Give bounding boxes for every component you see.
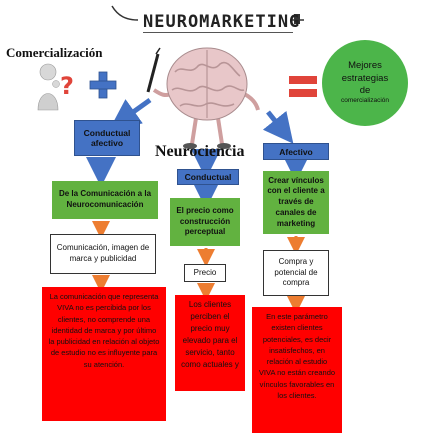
node-compra-potencial: Compra y potencial de compra: [263, 250, 329, 296]
red-vinculos-text: En este parámetro existen clientes poten…: [258, 312, 336, 400]
result-circle: Mejores estrategias de comercialización: [322, 40, 408, 126]
node-comunicacion-imagen: Comunicación, imagen de marca y publicid…: [50, 234, 156, 274]
node-precio-perceptual: El precio como construcción perceptual: [170, 198, 240, 246]
node-red-vinculos: En este parámetro existen clientes poten…: [252, 307, 342, 433]
node-conductual: Conductual: [177, 169, 239, 185]
logo-underline: [143, 32, 293, 33]
node-afectivo: Afectivo: [263, 143, 329, 160]
logo-wire: [111, 5, 304, 24]
red-comunicacion-text: La comunicación que representa VIVA no e…: [48, 292, 160, 369]
center-title: Neurociencia: [155, 143, 245, 160]
thinking-person-icon: [37, 63, 60, 111]
node-red-precio: Los clientes perciben el precio muy elev…: [175, 295, 245, 391]
result-circle-line2: estrategias: [341, 72, 389, 84]
node-red-comunicacion: La comunicación que representa VIVA no e…: [42, 287, 166, 421]
red-precio-text: Los clientes perciben el precio muy elev…: [181, 300, 239, 369]
node-conductual-afectivo: Conductual afectivo: [74, 120, 140, 156]
comercializacion-label: Comercialización: [6, 45, 103, 60]
result-circle-line1: Mejores: [348, 60, 382, 72]
node-precio: Precio: [184, 264, 226, 282]
equals-sign-icon: [289, 76, 317, 97]
node-neurocomunicacion: De la Comunicación a la Neurocomunicació…: [52, 181, 158, 219]
plus-sign-icon: [89, 71, 117, 99]
result-circle-line3: de: [359, 84, 371, 96]
brain-character-icon: [146, 47, 260, 149]
logo-title: NEUROMARKETING: [143, 12, 301, 32]
result-circle-line4: comercialización: [340, 97, 390, 105]
question-mark: ?: [60, 72, 74, 100]
node-crear-vinculos: Crear vínculos con el cliente a través d…: [263, 171, 329, 234]
